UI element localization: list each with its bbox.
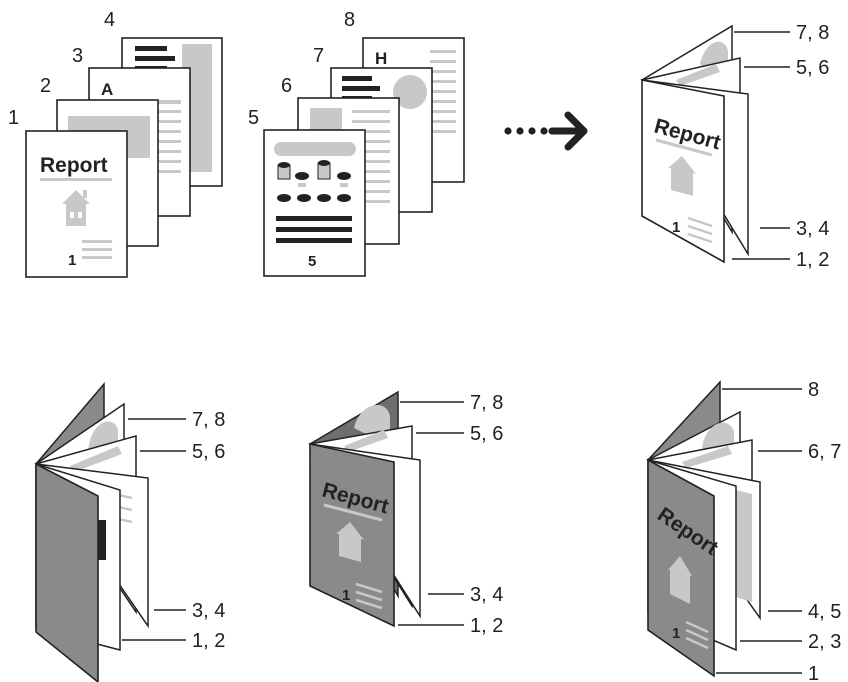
coin-stacks-graphic [277, 160, 351, 202]
page8-letter: H [375, 49, 387, 68]
booklet-bottom-left: 7, 8 5, 6 3, 4 1, 2 [34, 381, 225, 682]
booklet-top-right-label-3: 3, 4 [796, 218, 829, 240]
booklet-top-right-page-number: 1 [672, 219, 680, 236]
page-number-label-8: 8 [344, 9, 355, 31]
cover-page-number: 1 [68, 252, 76, 269]
booklet-bottom-right-page-number: 1 [672, 625, 680, 642]
page-1-cover: Report 1 [25, 130, 128, 278]
booklet-bottom-middle: Report 1 7, 8 5, 6 3, 4 1, 2 [308, 390, 503, 637]
booklet-bottom-right-label-4: 2, 3 [808, 631, 841, 653]
booklet-bottom-middle-label-3: 3, 4 [470, 584, 503, 606]
dotted-arrow-right-icon [504, 111, 588, 151]
pages-1-4-stack: 4 A 3 2 Report [8, 9, 223, 278]
page-number-label-1: 1 [8, 107, 19, 129]
booklet-top-right-label-1: 7, 8 [796, 22, 829, 44]
booklet-bottom-middle-label-4: 1, 2 [470, 615, 503, 637]
booklet-bottom-right-house-icon [668, 556, 692, 604]
booklet-top-right-label-2: 5, 6 [796, 57, 829, 79]
cover-title: Report [40, 154, 108, 177]
page-5: 5 [263, 129, 366, 277]
booklet-top-right: Report 1 7, 8 5, 6 3, 4 1, 2 [640, 22, 829, 271]
booklet-bottom-right-label-5: 1 [808, 663, 819, 682]
pages-5-8-stack: H 8 7 [248, 9, 465, 277]
page5-number: 5 [308, 253, 316, 270]
booklet-bottom-left-label-2: 5, 6 [192, 441, 225, 463]
booklet-bottom-right-label-2: 6, 7 [808, 441, 841, 463]
page-number-label-3: 3 [72, 45, 83, 67]
page3-letter: A [101, 80, 113, 99]
page-number-label-4: 4 [104, 9, 115, 31]
booklet-top-right-label-4: 1, 2 [796, 249, 829, 271]
booklet-bottom-middle-label-1: 7, 8 [470, 392, 503, 414]
booklet-bottom-right-label-3: 4, 5 [808, 601, 841, 623]
page-number-label-5: 5 [248, 107, 259, 129]
page-number-label-2: 2 [40, 75, 51, 97]
booklet-bottom-middle-house-icon [336, 522, 364, 562]
booklet-bottom-right: Report 1 8 6, 7 4, 5 2, 3 1 [646, 379, 841, 682]
booklet-bottom-middle-label-2: 5, 6 [470, 423, 503, 445]
house-icon [62, 190, 90, 226]
booklet-bottom-left-label-4: 1, 2 [192, 630, 225, 652]
booklet-bottom-left-label-3: 3, 4 [192, 600, 225, 622]
page-number-label-6: 6 [281, 75, 292, 97]
page-number-label-7: 7 [313, 45, 324, 67]
booklet-bottom-left-label-1: 7, 8 [192, 409, 225, 431]
booklet-top-right-house-icon [668, 156, 696, 196]
booklet-bottom-middle-page-number: 1 [342, 587, 350, 604]
booklet-bottom-right-label-1: 8 [808, 379, 819, 401]
